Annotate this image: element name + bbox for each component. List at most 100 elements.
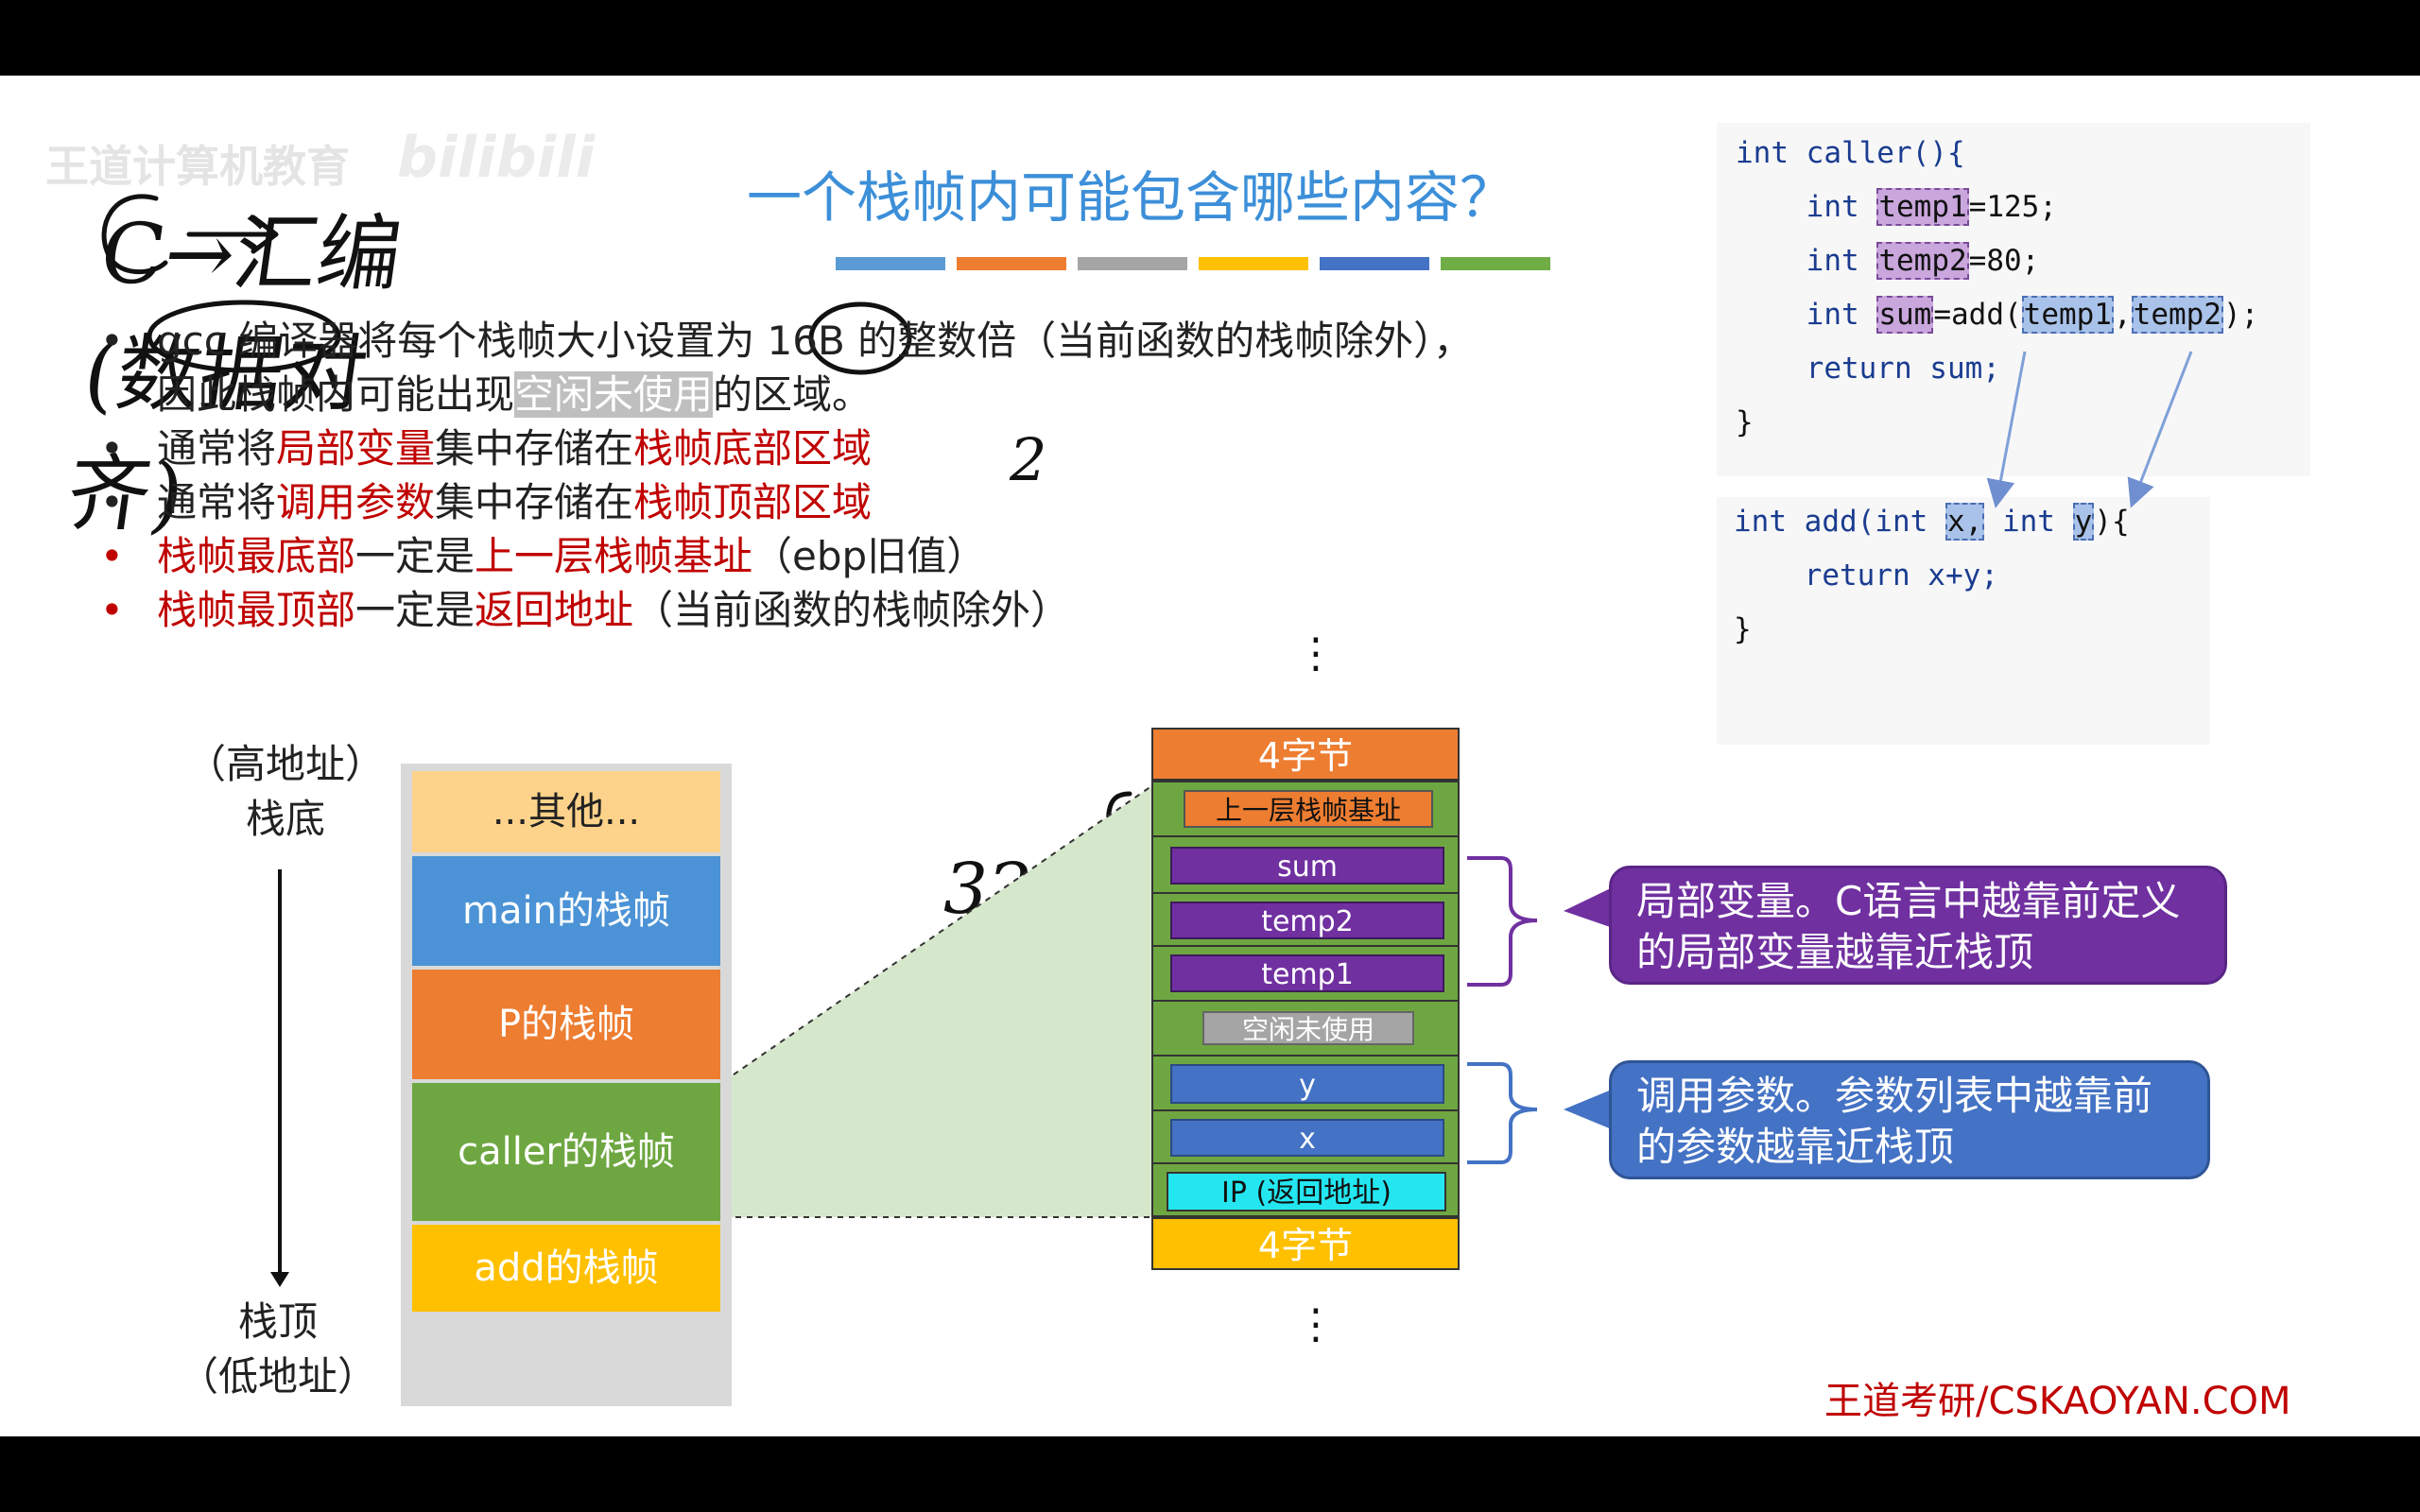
slot-y: y	[1170, 1064, 1444, 1104]
slot-unused: 空闲未使用	[1202, 1011, 1414, 1045]
bullet-item: •通常将局部变量集中存储在栈帧底部区域	[100, 421, 1632, 475]
var-temp2: temp2	[1876, 242, 1969, 280]
hw-arrow	[186, 215, 279, 254]
slot-divider	[1151, 1000, 1460, 1002]
title-bar-green	[1441, 257, 1550, 270]
bullet-text: 调用参数	[276, 479, 436, 525]
frame-bottom-4bytes: 4字节	[1151, 1217, 1460, 1270]
bullet-text: 集中存储在	[435, 425, 634, 472]
code-line: int caller(){	[1736, 136, 1965, 170]
code-text: =80;	[1968, 244, 2040, 278]
bullet-text: 栈帧最顶部	[157, 587, 356, 633]
ellipsis-top: ⋮	[1295, 629, 1337, 678]
code-keyword: int	[1806, 190, 1859, 224]
bullet-item: 因此栈帧内可能出现空闲未使用的区域。	[157, 368, 1632, 421]
slot-temp2: temp2	[1170, 902, 1444, 939]
slide: 王道计算机教育 bilibili 一个栈帧内可能包含哪些内容？ C→C→汇编 (…	[0, 76, 2420, 1436]
watermark-org: 王道计算机教育	[45, 141, 350, 192]
code-line: return x+y;	[1804, 558, 1998, 593]
stack-block-other: ...其他...	[412, 771, 720, 852]
callout-params-pointer	[1564, 1087, 1618, 1132]
watermark-logo: bilibili	[397, 125, 596, 191]
code-text: int	[1984, 505, 2073, 539]
brace-params	[1467, 1062, 1538, 1164]
title-bar-darkblue	[1320, 257, 1429, 270]
stack-top-label: 栈顶	[237, 1298, 318, 1345]
slot-return-address: IP (返回地址)	[1167, 1172, 1446, 1211]
code-text: =add(	[1933, 298, 2022, 332]
var-sum: sum	[1876, 296, 1934, 334]
param-y: y	[2072, 503, 2095, 541]
stack-block-main: main的栈帧	[412, 856, 720, 966]
zoom-line-top	[723, 785, 1152, 1082]
slot-divider	[1151, 1162, 1460, 1164]
hw-two: 2	[1010, 425, 1047, 494]
slot-divider	[1151, 945, 1460, 947]
arrow-temp1-to-x	[1986, 351, 2027, 508]
ellipsis-bottom: ⋮	[1295, 1300, 1337, 1349]
page-title: 一个栈帧内可能包含哪些内容？	[747, 165, 1515, 230]
slot-divider	[1151, 1109, 1460, 1111]
low-address-label: （低地址）	[178, 1353, 377, 1400]
slot-divider	[1151, 892, 1460, 894]
code-text: );	[2222, 298, 2259, 332]
bullet-item: • 栈帧最顶部一定是返回地址（当前函数的栈帧除外）	[100, 583, 1632, 637]
bullet-text: 栈帧最底部	[157, 533, 356, 579]
stack-block-add: add的栈帧	[412, 1225, 720, 1312]
bullet-text: 因此栈帧内可能出现	[157, 371, 515, 418]
slot-divider	[1151, 1055, 1460, 1057]
slot-divider	[1151, 835, 1460, 837]
bullet-text: 一定是	[355, 587, 475, 633]
bullet-dot: •	[100, 533, 124, 579]
hw-circle-16b	[808, 301, 912, 375]
high-address-label: （高地址）	[185, 741, 385, 787]
code-keyword: int	[1806, 298, 1859, 332]
bullet-item: • 栈帧最底部一定是上一层栈帧基址（ebp旧值）	[100, 529, 1632, 583]
title-bar-grey	[1078, 257, 1187, 270]
code-line: }	[1734, 612, 1752, 646]
code-keyword: int	[1806, 244, 1859, 278]
title-bar-orange	[957, 257, 1066, 270]
stack-bottom-label: 栈底	[245, 796, 325, 842]
code-text: int add(int	[1734, 505, 1945, 539]
arg-temp1: temp1	[2021, 296, 2114, 334]
param-x: x,	[1945, 503, 1985, 541]
code-line: return sum;	[1806, 352, 2000, 386]
stack-block-caller: caller的栈帧	[412, 1083, 720, 1221]
bullet-text: 返回地址	[475, 587, 634, 633]
bullet-dot: •	[100, 479, 124, 525]
title-bar-blue	[836, 257, 945, 270]
slot-temp1: temp1	[1170, 954, 1444, 992]
bullet-dot: •	[100, 318, 124, 364]
code-line: }	[1736, 405, 1754, 439]
code-text: =125;	[1968, 190, 2057, 224]
var-temp1: temp1	[1876, 188, 1969, 226]
code-caller: int caller(){ int temp1=125; int temp2=8…	[1736, 127, 2258, 450]
callout-local-vars: 局部变量。C语言中越靠前定义的局部变量越靠近栈顶	[1609, 866, 2227, 985]
bullet-text: 一定是	[355, 533, 475, 579]
slot-x: x	[1170, 1119, 1444, 1157]
callout-call-params: 调用参数。参数列表中越靠前的参数越靠近栈顶	[1609, 1060, 2210, 1179]
zoom-wedge	[724, 786, 1151, 1217]
bullet-dot: •	[100, 587, 124, 633]
bullet-text: gcc 编译器将每个栈帧大小设置为 16B 的整数倍（当前函数的栈帧除外），	[157, 318, 1474, 364]
hw-letter-c	[101, 194, 168, 275]
bullet-text: （ebp旧值）	[752, 533, 987, 579]
bullet-text: 空闲未使用	[514, 371, 714, 418]
footer-brand: 王道考研/CSKAOYAN.COM	[1824, 1380, 2291, 1423]
bullet-text: 通常将	[157, 425, 277, 472]
arrow-temp2-to-y	[2127, 351, 2193, 508]
bullet-dot: •	[100, 425, 124, 472]
bullet-text: 局部变量	[276, 425, 436, 472]
slot-sum: sum	[1170, 847, 1444, 885]
bullet-item: • gcc 编译器将每个栈帧大小设置为 16B 的整数倍（当前函数的栈帧除外），	[100, 314, 1632, 368]
bullet-text: （当前函数的栈帧除外）	[633, 587, 1071, 633]
bullet-text: 通常将	[157, 479, 277, 525]
stack-block-p: P的栈帧	[412, 970, 720, 1079]
bullet-text: 上一层栈帧基址	[475, 533, 753, 579]
bullet-text: 的区域。	[713, 371, 873, 418]
bullet-text: 栈帧顶部区域	[633, 479, 873, 525]
frame-top-4bytes: 4字节	[1151, 728, 1460, 781]
code-text: ){	[2094, 505, 2130, 539]
title-bar-yellow	[1199, 257, 1308, 270]
